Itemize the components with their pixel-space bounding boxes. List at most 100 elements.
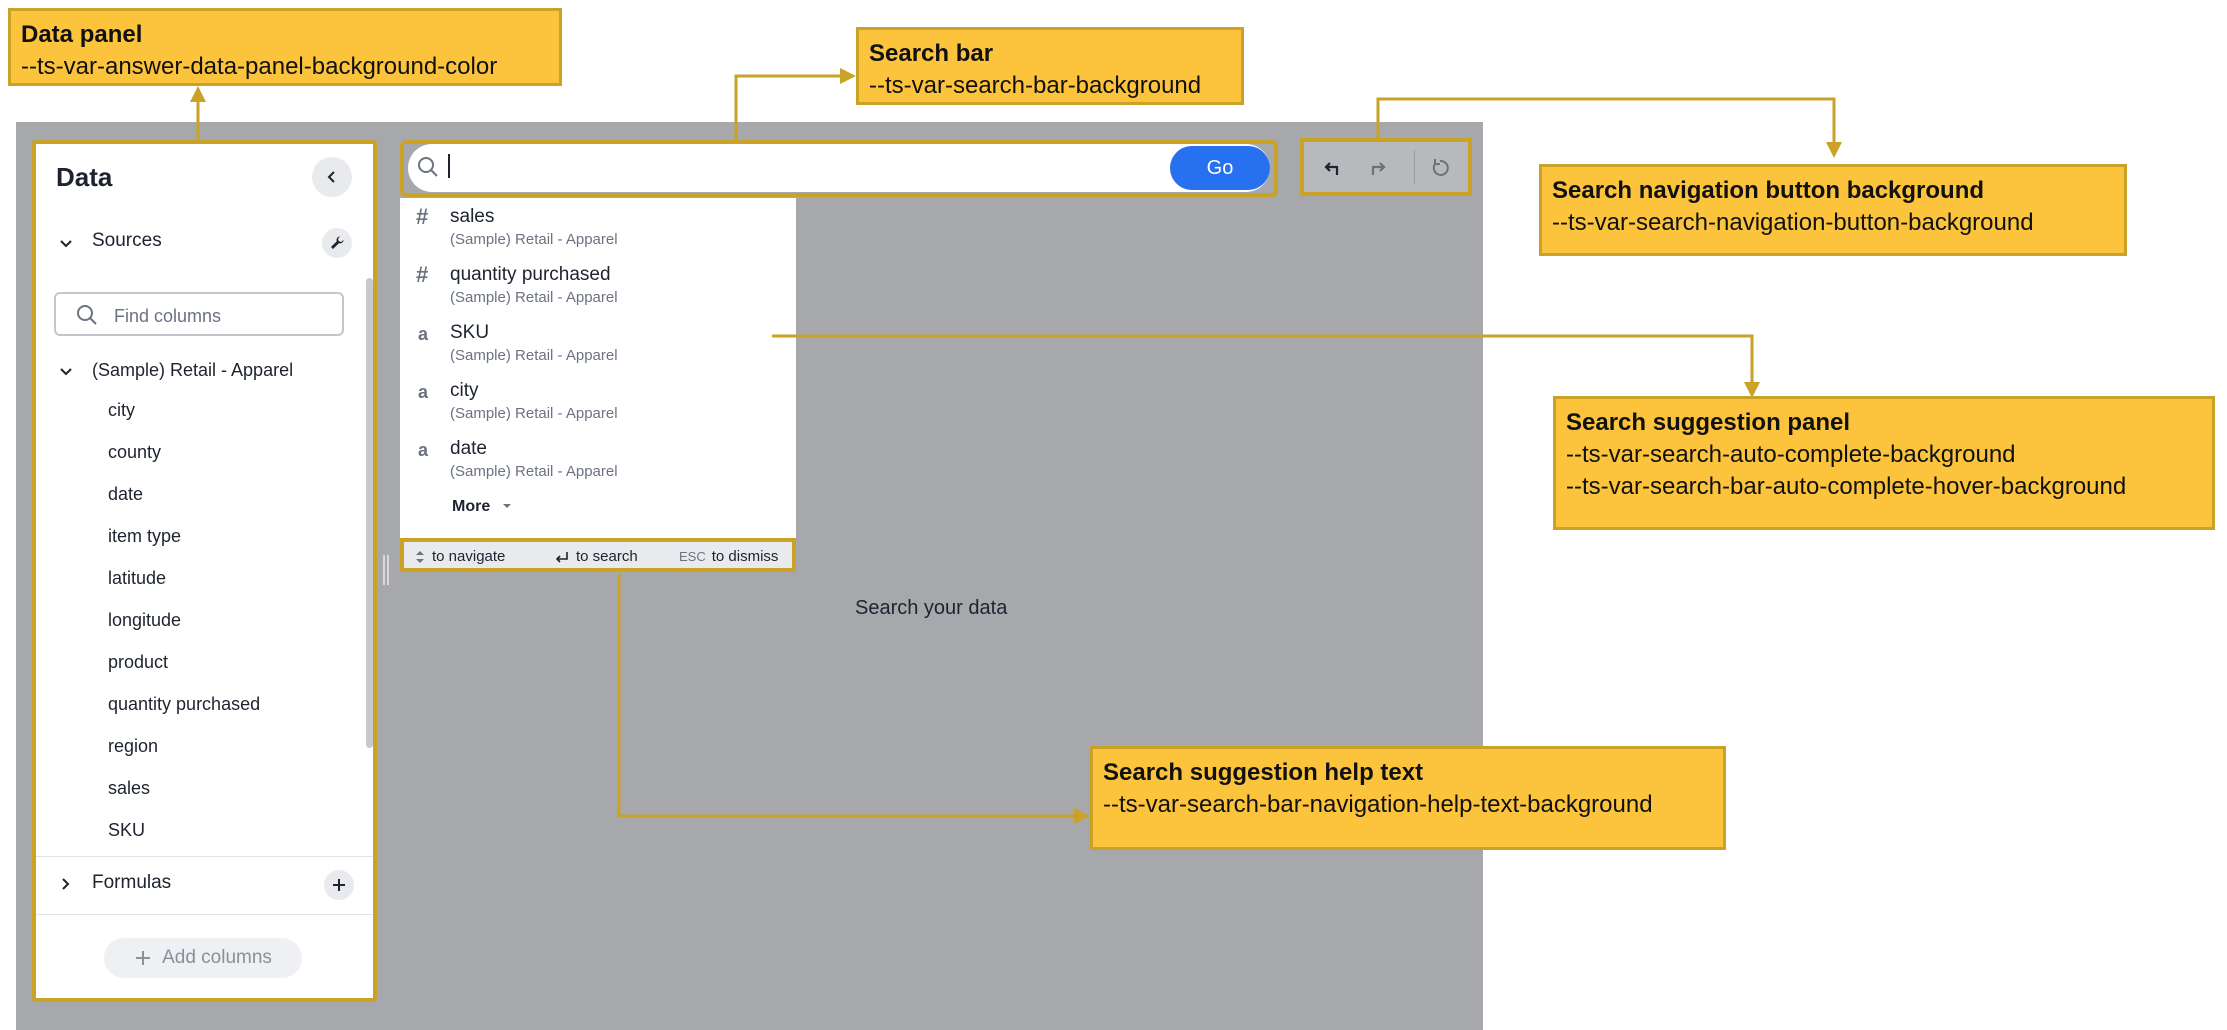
divider <box>1414 150 1415 184</box>
help-navigate-text: to navigate <box>432 548 506 565</box>
data-panel-title: Data <box>56 162 113 192</box>
column-item[interactable]: longitude <box>108 610 182 630</box>
suggestion-item[interactable]: # sales (Sample) Retail - Apparel <box>400 200 796 258</box>
caret-down-icon <box>502 504 511 508</box>
callout-title: Data panel <box>21 21 143 48</box>
suggestion-source: (Sample) Retail - Apparel <box>450 405 618 422</box>
table-tree-item[interactable]: (Sample) Retail - Apparel <box>36 352 373 390</box>
column-item[interactable]: product <box>108 652 169 672</box>
suggestion-source: (Sample) Retail - Apparel <box>450 231 618 248</box>
callout-suggestion-panel: Search suggestion panel --ts-var-search-… <box>1553 396 2215 530</box>
columns-scrollbar[interactable] <box>366 278 373 748</box>
column-item[interactable]: latitude <box>108 568 167 588</box>
connector-arrow <box>840 68 856 84</box>
search-icon <box>418 157 438 177</box>
column-item[interactable]: sales <box>108 778 151 798</box>
suggestion-item[interactable]: # quantity purchased (Sample) Retail - A… <box>400 258 796 316</box>
manage-sources-button[interactable] <box>322 228 352 258</box>
number-type-icon: # <box>416 262 429 287</box>
callout-search-bar: Search bar --ts-var-search-bar-backgroun… <box>856 27 1244 105</box>
search-input[interactable]: Go <box>408 144 1270 192</box>
suggestion-name: quantity purchased <box>450 264 611 285</box>
esc-key-label: ESC <box>679 549 706 564</box>
suggestion-item[interactable]: a city (Sample) Retail - Apparel <box>400 374 796 432</box>
text-type-icon: a <box>418 324 429 344</box>
formulas-section-header[interactable]: Formulas <box>36 864 373 904</box>
divider <box>36 856 373 857</box>
chevron-right-icon <box>62 878 70 890</box>
sources-label: Sources <box>92 230 162 251</box>
help-navigate: to navigate <box>414 548 505 565</box>
collapse-panel-button[interactable] <box>312 157 352 197</box>
suggestion-name: date <box>450 438 487 459</box>
text-cursor <box>448 154 450 178</box>
redo-icon <box>1371 162 1386 175</box>
panel-resize-handle[interactable] <box>383 555 389 585</box>
callout-variable: --ts-var-search-bar-background <box>869 72 1202 99</box>
callout-variable: --ts-var-answer-data-panel-background-co… <box>21 53 498 80</box>
formulas-label: Formulas <box>92 872 172 893</box>
updown-icon <box>416 550 424 563</box>
chevron-left-icon <box>327 171 335 183</box>
undo-button[interactable] <box>1316 152 1348 184</box>
callout-variable: --ts-var-search-bar-auto-complete-hover-… <box>1566 473 2127 500</box>
help-dismiss: ESC to dismiss <box>679 548 778 565</box>
help-dismiss-text: to dismiss <box>711 548 779 565</box>
add-formula-button[interactable] <box>324 870 354 900</box>
column-item[interactable]: date <box>108 484 144 504</box>
callout-title: Search bar <box>869 40 994 67</box>
column-item[interactable]: quantity purchased <box>108 694 261 714</box>
reset-icon <box>1432 159 1449 176</box>
help-search-text: to search <box>576 548 638 565</box>
find-columns-input[interactable]: Find columns <box>54 292 344 336</box>
callout-title: Search suggestion help text <box>1103 759 1424 786</box>
number-type-icon: # <box>416 204 429 229</box>
help-search: to search <box>554 548 638 565</box>
undo-icon <box>1324 162 1339 175</box>
search-icon <box>77 305 97 325</box>
connector-arrow <box>1826 142 1842 158</box>
suggestion-name: SKU <box>450 322 490 343</box>
suggestion-source: (Sample) Retail - Apparel <box>450 289 618 306</box>
table-name: (Sample) Retail - Apparel <box>92 360 294 380</box>
more-label: More <box>452 498 491 515</box>
callout-title: Search suggestion panel <box>1566 409 1851 436</box>
wrench-icon <box>331 236 344 249</box>
search-suggestion-panel: # sales (Sample) Retail - Apparel # quan… <box>400 198 796 538</box>
suggestion-item[interactable]: a SKU (Sample) Retail - Apparel <box>400 316 796 374</box>
more-suggestions-button[interactable]: More <box>452 498 513 516</box>
callout-variable: --ts-var-search-bar-navigation-help-text… <box>1103 791 1653 818</box>
column-item[interactable]: city <box>108 400 135 420</box>
column-item[interactable]: county <box>108 442 162 462</box>
plus-icon <box>136 951 151 965</box>
find-columns-placeholder: Find columns <box>114 306 222 326</box>
reset-button[interactable] <box>1424 152 1456 184</box>
plus-icon <box>333 879 345 891</box>
chevron-down-icon <box>60 240 72 248</box>
callout-title: Search navigation button background <box>1552 177 1985 204</box>
go-button[interactable]: Go <box>1170 146 1270 190</box>
text-type-icon: a <box>418 440 429 460</box>
divider <box>36 914 373 915</box>
chevron-down-icon <box>60 368 72 376</box>
search-help-text: to navigate to search ESC to dismiss <box>400 538 796 572</box>
sources-section-header[interactable]: Sources <box>36 224 373 264</box>
column-item[interactable]: SKU <box>108 820 146 840</box>
search-navigation-buttons <box>1300 138 1472 196</box>
suggestion-name: city <box>450 380 479 401</box>
add-columns-button[interactable]: Add columns <box>104 938 302 978</box>
empty-state-text: Search your data <box>855 597 1008 619</box>
column-item[interactable]: region <box>108 736 159 756</box>
callout-variable: --ts-var-search-navigation-button-backgr… <box>1552 209 2034 236</box>
column-item[interactable]: item type <box>108 526 182 546</box>
callout-help-text: Search suggestion help text --ts-var-sea… <box>1090 746 1726 850</box>
callout-variable: --ts-var-search-auto-complete-background <box>1566 441 2016 468</box>
suggestion-item[interactable]: a date (Sample) Retail - Apparel <box>400 432 796 490</box>
callout-navigation-button: Search navigation button background --ts… <box>1539 164 2127 256</box>
suggestion-name: sales <box>450 206 495 227</box>
return-icon <box>555 551 568 563</box>
connector-arrow <box>190 86 206 102</box>
text-type-icon: a <box>418 382 429 402</box>
redo-button[interactable] <box>1362 152 1394 184</box>
suggestion-source: (Sample) Retail - Apparel <box>450 463 618 480</box>
